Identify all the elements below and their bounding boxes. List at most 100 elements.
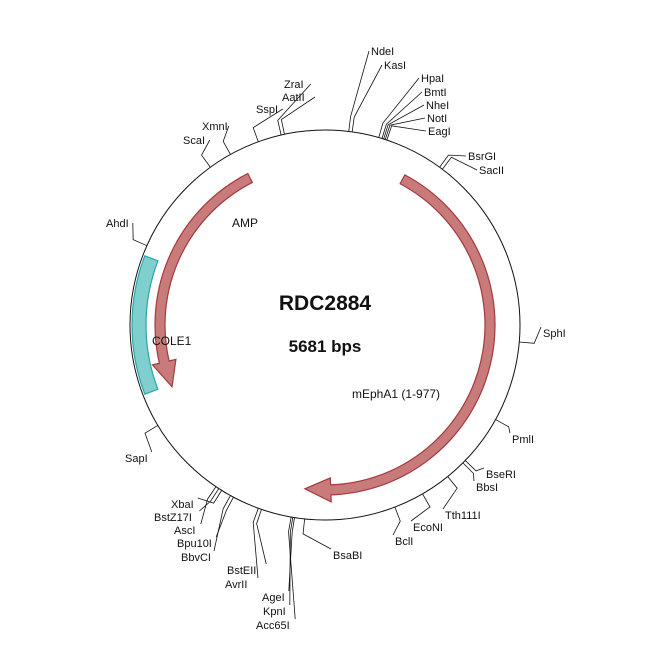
site-label: HpaI <box>421 73 444 85</box>
site-bbvci: BbvCI <box>181 495 231 564</box>
site-sapi: SapI <box>125 425 159 465</box>
site-leader-line <box>384 117 426 140</box>
site-label: BbvCI <box>181 552 211 564</box>
features-layer <box>131 172 496 503</box>
site-bmti: BmtI <box>381 87 447 139</box>
site-bsrgi: BsrGI <box>439 151 496 168</box>
site-xmni: XmnI <box>202 121 231 155</box>
site-label: ZraI <box>284 79 304 91</box>
site-avrii: AvrII <box>225 508 259 591</box>
plasmid-backbone-circle <box>129 129 521 521</box>
site-nhei: NheI <box>383 100 449 140</box>
site-leader-line <box>252 108 284 142</box>
site-label: BclI <box>395 536 413 548</box>
site-bsabi: BsaBI <box>302 518 362 562</box>
site-leader-line <box>348 50 370 132</box>
site-pmli: PmlI <box>495 419 534 446</box>
feature-label-mepha1: mEphA1 (1-977) <box>352 387 440 401</box>
site-label: BsaBI <box>333 550 362 562</box>
feature-arrow-mepha1 <box>303 174 496 503</box>
site-eagi: EagI <box>386 125 451 141</box>
site-label: XbaI <box>171 499 194 511</box>
site-label: KasI <box>384 60 406 72</box>
site-zrai: ZraI <box>277 79 312 136</box>
site-leader-line <box>252 508 259 579</box>
site-leader-line <box>351 64 383 132</box>
site-label: EcoNI <box>413 522 443 534</box>
site-label: BstEII <box>227 565 256 577</box>
site-bpu10i: Bpu10I <box>177 496 234 550</box>
site-label: SapI <box>125 453 148 465</box>
site-label: AatII <box>282 92 305 104</box>
site-bseri: BseRI <box>464 460 516 481</box>
site-sspi: SspI <box>252 104 284 142</box>
site-leader-line <box>519 326 542 344</box>
site-label: SphI <box>543 328 566 340</box>
site-label: XmnI <box>202 121 228 133</box>
site-xbai: XbaI <box>171 490 223 511</box>
site-label: SspI <box>256 104 278 116</box>
site-leader-line <box>144 425 159 453</box>
site-ndei: NdeI <box>348 46 394 132</box>
site-bstz17i: BstZ17I <box>154 488 220 524</box>
site-leader-line <box>222 125 231 155</box>
site-sphi: SphI <box>519 326 566 344</box>
site-bbsi: BbsI <box>462 462 498 494</box>
site-aatii: AatII <box>280 92 316 135</box>
site-label: PmlI <box>512 434 534 446</box>
site-acc65i: Acc65I <box>256 516 296 632</box>
site-leader-line <box>462 462 475 482</box>
site-leader-line <box>200 486 217 525</box>
feature-arrow-amp <box>151 172 254 389</box>
site-ahdi: AhdI <box>106 218 148 247</box>
site-label: BstZ17I <box>154 512 192 524</box>
feature-block-cole1 <box>131 255 159 395</box>
site-leader-line <box>378 77 420 138</box>
site-label: BseRI <box>486 469 516 481</box>
feature-label-cole1: COLE1 <box>152 334 192 348</box>
site-leader-line <box>383 104 425 140</box>
site-leader-line <box>201 139 211 168</box>
site-label: NheI <box>426 100 449 112</box>
site-label: EagI <box>428 126 451 138</box>
site-leader-line <box>277 83 312 136</box>
site-noti: NotI <box>384 113 447 140</box>
site-label: AhdI <box>106 218 129 230</box>
site-leader-line <box>213 495 231 552</box>
feature-label-amp: AMP <box>232 216 258 230</box>
site-label: Acc65I <box>256 620 290 632</box>
site-leader-line <box>288 516 296 620</box>
site-leader-line <box>197 490 223 504</box>
site-label: KpnI <box>263 606 286 618</box>
site-label: BbsI <box>476 482 498 494</box>
site-leader-line <box>392 506 401 536</box>
site-leader-line <box>199 488 220 512</box>
site-bcli: BclI <box>392 506 413 548</box>
site-leader-line <box>215 496 234 538</box>
site-kpni: KpnI <box>263 517 294 618</box>
site-leader-line <box>132 222 148 247</box>
site-leader-line <box>439 154 467 168</box>
site-leader-line <box>495 419 511 434</box>
site-leader-line <box>442 156 478 171</box>
site-label: NdeI <box>371 46 394 58</box>
site-leader-line <box>442 476 458 510</box>
site-bsteii: BstEII <box>227 509 267 577</box>
site-label: ScaI <box>183 135 205 147</box>
site-scai: ScaI <box>183 135 211 168</box>
site-leader-line <box>289 517 294 606</box>
site-asci: AscI <box>174 486 217 537</box>
site-leader-line <box>280 96 316 135</box>
site-leader-line <box>256 509 267 565</box>
site-label: NotI <box>427 113 447 125</box>
site-leader-line <box>386 125 427 141</box>
restriction-sites-layer: NdeIKasIHpaIBmtINheINotIEagIBsrGISacIISp… <box>106 46 566 632</box>
site-label: AscI <box>174 525 195 537</box>
site-label: Bpu10I <box>177 538 212 550</box>
plasmid-size: 5681 bps <box>289 337 362 356</box>
site-label: AvrII <box>225 579 247 591</box>
site-econi: EcoNI <box>410 493 443 534</box>
site-label: BmtI <box>424 87 447 99</box>
site-leader-line <box>302 518 332 550</box>
